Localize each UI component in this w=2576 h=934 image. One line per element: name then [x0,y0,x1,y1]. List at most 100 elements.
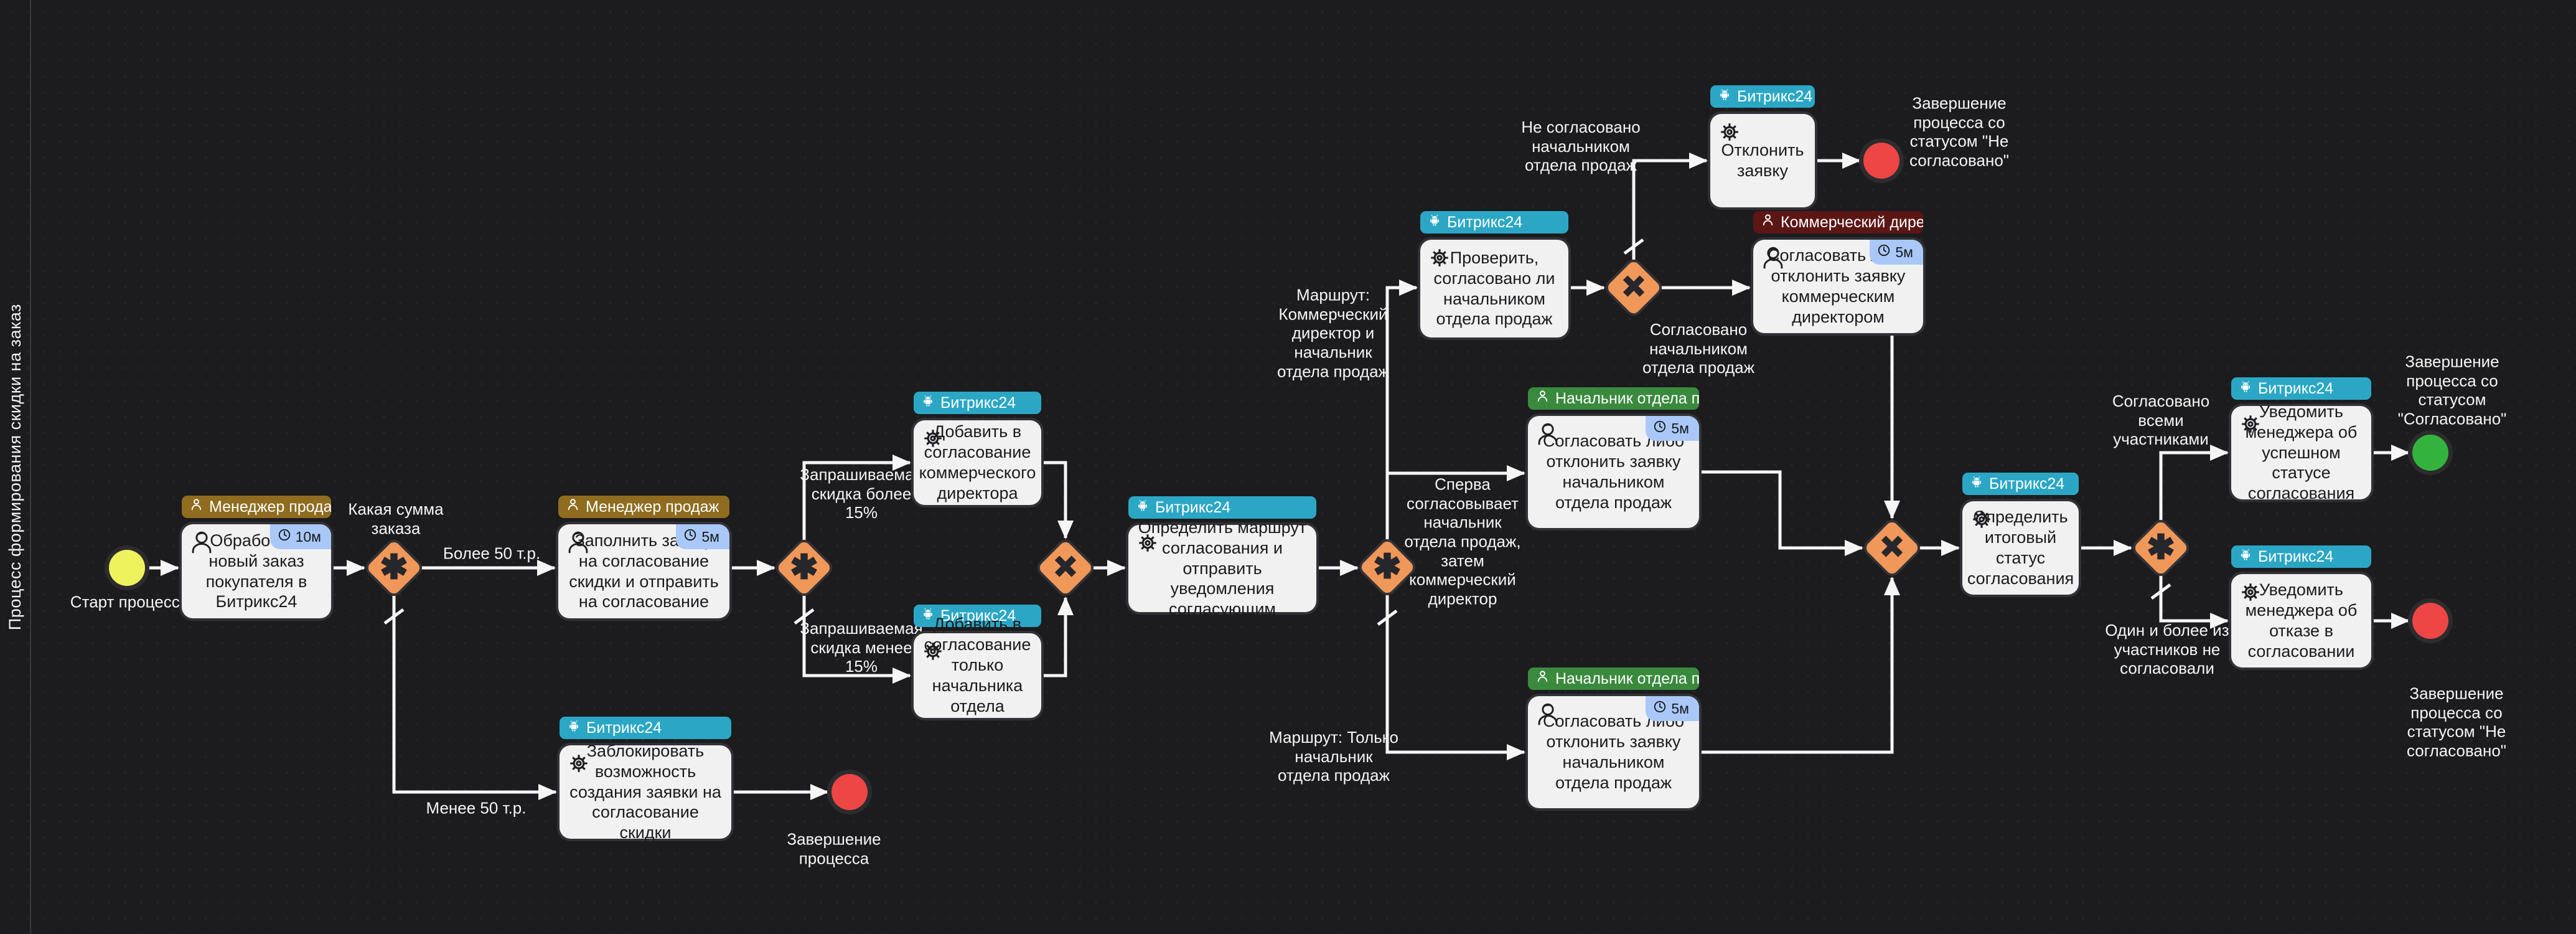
timer-value: 5м [701,528,719,545]
gateway-route-split[interactable] [1359,539,1416,596]
gateway-final-status[interactable] [2132,519,2190,577]
task-text: Добавить в согласование коммерческого ди… [919,422,1036,502]
label-not-approved-by-head: Не согласовано начальником отдела продаж [1521,117,1641,175]
label-less-50: Менее 50 т.р. [426,798,527,818]
default-flow-tick [1377,609,1398,626]
pool-divider-line [30,0,31,934]
task-role-header: Начальник отдела продаж [1528,387,1699,410]
person-icon [187,529,216,562]
task-text: Отклонить заявку [1721,141,1804,180]
gear-icon [919,425,947,457]
gateway-merge-results[interactable] [1863,519,1921,577]
task-role-header: Менеджер продаж [558,496,729,518]
task-text: Уведомить менеджера об отказе в согласов… [2245,580,2358,661]
task-role-label: Менеджер продаж [209,498,331,516]
task-role-header: Битрикс24 [914,605,1041,627]
gateway-order-sum[interactable] [365,539,423,597]
task-box[interactable]: Проверить, согласовано ли начальником от… [1420,240,1568,337]
timer-value: 10м [295,528,321,545]
label-route-both: Маршрут: Коммерческий директор и начальн… [1276,285,1390,381]
timer-badge: 5м [1646,696,1699,721]
task-role-header: Битрикс24 [914,392,1041,414]
task-box[interactable]: Добавить в согласование коммерческого ди… [914,420,1041,505]
task-box[interactable]: Обработать новый заказ покупателя в Битр… [182,524,331,618]
task-box[interactable]: Отклонить заявку [1710,114,1815,207]
person-icon [566,498,580,516]
label-end-caption-not-approved-top: Завершение процесса со статусом "Не согл… [1909,93,2010,170]
task-box[interactable]: Добавить в согласование только начальник… [914,615,1041,736]
label-route-order-note: Сперва согласовывает начальник отдела пр… [1404,474,1521,608]
sequence-flow [1699,577,1900,754]
clock-icon [1653,420,1667,437]
task-text: Заполнить заявку на согласование скидки … [569,531,719,611]
exclusive-gateway-icon [1051,552,1080,584]
complex-gateway-icon [789,551,820,585]
label-more-50: Более 50 т.р. [443,544,541,563]
task-role-label: Коммерческий директор [1781,213,1923,231]
task-role-header: Начальник отдела продаж [1528,667,1699,690]
gear-icon [919,638,947,670]
end-not-approved-right-end-event[interactable] [2412,603,2448,639]
person-icon [1534,420,1562,454]
task-box[interactable]: Согласовать либо отклонить заявку коммер… [1753,240,1923,333]
timer-value: 5м [1671,420,1689,436]
label-someone-rejected: Один и более из участников не согласовал… [2105,620,2229,678]
gear-icon [565,750,592,782]
timer-value: 5м [1895,243,1913,260]
sequence-flow [1699,470,1863,556]
end-process-low-sum-end-event[interactable] [831,774,868,810]
robot-icon [921,607,935,625]
task-box[interactable]: Заблокировать возможность создания заявк… [560,742,731,842]
sequence-flow [392,594,557,800]
task-role-label: Битрикс24 [1737,87,1813,105]
label-discount-less-15: Запрашиваемая скидка менее 15% [800,618,923,676]
sequence-flow [2159,445,2229,522]
task-text: Добавить в согласование только начальник… [924,615,1031,736]
task-box[interactable]: Определить итоговый статус согласования [1962,501,2079,595]
task-role-header: Менеджер продаж [182,496,331,518]
clock-icon [278,528,291,545]
task-role-label: Битрикс24 [1447,213,1523,231]
task-role-header: Битрикс24 [1962,473,2079,495]
clock-icon [1653,700,1667,717]
sequence-flow [802,594,911,684]
person-icon [1759,244,1787,278]
label-end-caption-not-approved-right: Завершение процесса со статусом "Не согл… [2406,684,2507,760]
task-text: Заблокировать возможность создания заявк… [569,741,721,842]
gateway-discount-size[interactable] [775,539,833,597]
task-role-label: Битрикс24 [1155,498,1231,516]
task-box[interactable]: Заполнить заявку на согласование скидки … [558,524,729,618]
task-role-header: Битрикс24 [1420,211,1568,234]
label-end-caption-low-sum: Завершение процесса [787,829,881,867]
task-role-label: Битрикс24 [586,719,662,737]
task-role-label: Битрикс24 [940,606,1016,625]
gear-icon [2237,410,2264,443]
timer-value: 5м [1671,700,1689,717]
task-box[interactable]: Определить маршрут согласования и отправ… [1128,518,1316,618]
sequence-flow [1385,594,1525,760]
end-not-approved-top-end-event[interactable] [1863,143,1899,179]
label-discount-more-15: Запрашиваемая скидка более 15% [800,465,923,522]
task-role-label: Битрикс24 [1989,474,2065,493]
gateway-merge-before-route[interactable] [1037,539,1094,597]
task-box[interactable]: Согласовать либо отклонить заявку началь… [1528,416,1699,528]
clock-icon [1877,243,1891,261]
person-icon [564,529,592,562]
task-box[interactable]: Уведомить менеджера об успешном статусе … [2231,402,2371,502]
default-flow-tick [794,608,815,625]
robot-icon [1970,475,1984,493]
complex-gateway-icon [378,551,410,585]
gateway-head-approval-check[interactable] [1605,259,1662,316]
gear-icon [1134,529,1161,562]
gear-icon [2237,578,2264,611]
timer-badge: 5м [1870,240,1923,265]
task-box[interactable]: Уведомить менеджера об отказе в согласов… [2231,574,2371,667]
task-box[interactable]: Согласовать либо отклонить заявку началь… [1528,696,1699,808]
robot-icon [567,719,581,737]
start-process-start-event[interactable] [109,550,145,586]
complex-gateway-icon [2145,531,2176,565]
task-role-label: Битрикс24 [2258,379,2334,397]
task-role-header: Битрикс24 [1128,496,1316,519]
robot-icon [1136,499,1150,517]
end-approved-end-event[interactable] [2412,435,2448,471]
